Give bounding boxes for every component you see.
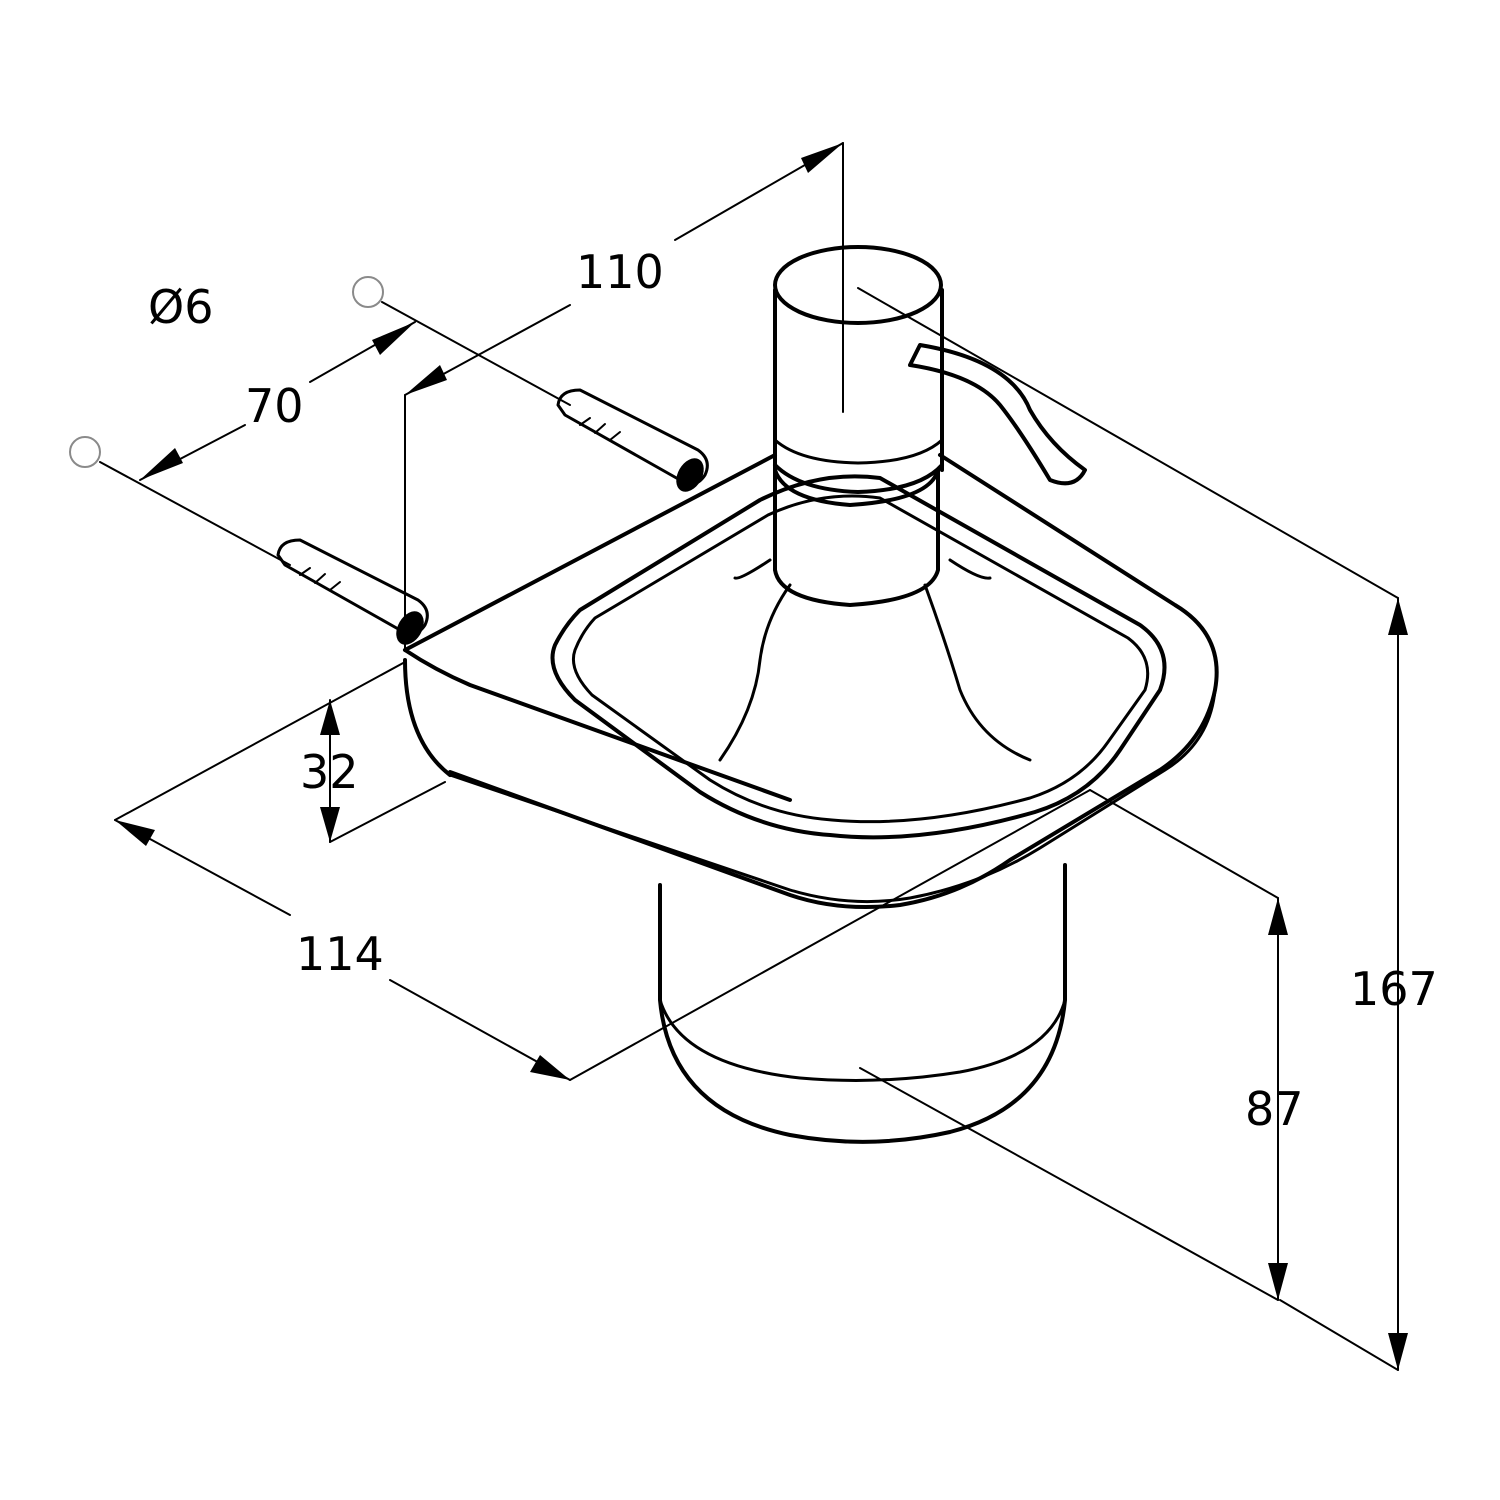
label-hole-spacing: 70 [245, 379, 304, 433]
pump-head [718, 245, 1087, 762]
label-width: 114 [296, 927, 384, 981]
drill-hole-left [69, 436, 101, 468]
container [658, 863, 1067, 1144]
wall-anchors [276, 388, 709, 645]
dim-total-height [857, 287, 1408, 1371]
label-diameter: Ø6 [148, 280, 213, 334]
wall-anchor-left [276, 538, 429, 645]
label-container-height: 87 [1245, 1082, 1304, 1136]
drill-hole-right [352, 276, 384, 308]
label-projection: 110 [576, 245, 664, 299]
wall-bracket [403, 453, 1219, 910]
dim-bracket-height [320, 699, 446, 843]
dimension-lines [69, 142, 1408, 1371]
dim-container-height [859, 789, 1288, 1301]
soap-dispenser [276, 245, 1219, 1144]
label-bracket-height: 32 [300, 745, 359, 799]
wall-anchor-right [556, 388, 709, 492]
dim-width [114, 661, 1091, 1081]
dim-hole-spacing [139, 321, 416, 481]
dim-projection [404, 142, 844, 651]
dimension-labels: Ø6 70 110 32 114 87 167 [148, 245, 1438, 1136]
label-total-height: 167 [1350, 962, 1438, 1016]
